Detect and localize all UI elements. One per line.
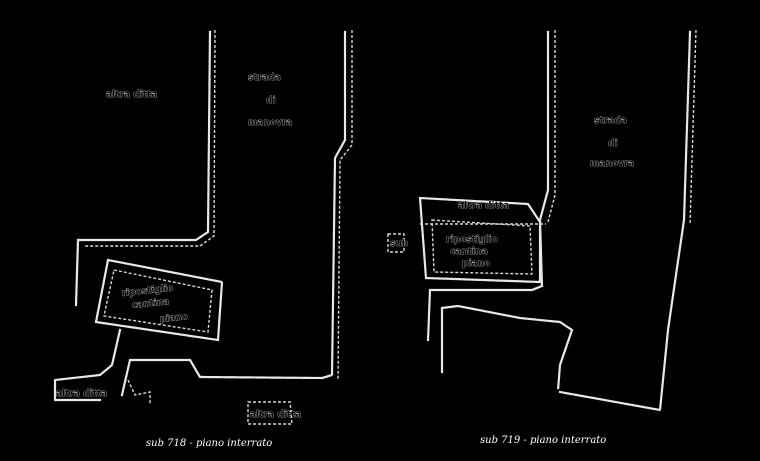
wall-column-inner [84,29,216,247]
wall-outer-left-719 [426,30,550,342]
label-ripostiglio-719-1: ripostiglio [446,235,498,245]
wall-outer-right-719 [558,30,692,412]
corridor-718-b [127,379,151,405]
wall-column [74,30,212,307]
wall-lower [120,358,324,397]
plan-sub-719: strada di manovra altra ditta sub ripost… [387,29,697,446]
wall-lower-719 [440,304,574,392]
side-box-719 [387,233,405,253]
plan-sub-718: altra ditta strada di manovra ripostigli… [53,29,353,449]
storage-room-718 [94,258,224,342]
wall-outer-right [320,30,347,380]
bottom-box-718 [247,401,293,425]
label-altra-ditta-719: altra ditta [458,201,509,211]
storage-room-719 [418,196,542,284]
label-strada-719-1: strada [594,116,627,126]
wall-outer-right-719-b [689,29,697,226]
label-ripostiglio-718-2: cantina [131,297,170,311]
corridor-718 [53,328,122,402]
wall-outer-left-719-b [547,30,556,223]
caption-sub-719: sub 719 - piano interrato [480,435,606,446]
label-ripostiglio-719-3: piano [462,259,490,269]
label-ripostiglio-719-2: cantina [450,247,488,257]
label-strada-718-2: di [266,96,276,106]
wall-inner-right [337,30,353,381]
label-altra-ditta-left-718: altra ditta [56,389,107,399]
label-strada-719-3: manovra [590,159,634,169]
label-strada-718-3: manovra [248,118,292,128]
label-altra-ditta-bottom-718: altra ditta [250,410,301,420]
storage-room-718-inner [103,269,213,333]
label-side-719: sub [390,239,409,249]
label-strada-718-1: strada [248,73,281,83]
label-ripostiglio-718-3: piano [159,312,188,325]
caption-sub-718: sub 718 - piano interrato [146,438,272,449]
label-altra-ditta-top-718: altra ditta [106,90,157,100]
label-strada-719-2: di [608,139,618,149]
